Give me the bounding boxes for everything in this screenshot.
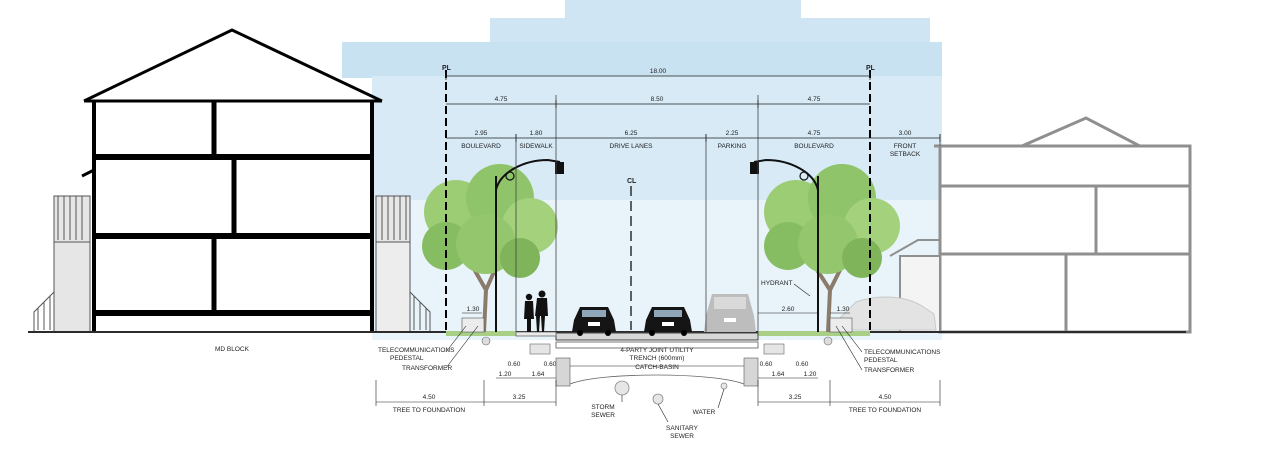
dim-130-left: 1.30: [467, 306, 480, 313]
neighbour-building: [889, 116, 1192, 334]
md-block-building: [81, 28, 383, 332]
right-tree: [764, 164, 900, 333]
right-manhole-cover: [823, 336, 833, 346]
sanitary-sewer-label-1: SANITARY: [666, 425, 699, 432]
roadway-surface: [555, 332, 759, 341]
seg-boulevard-left-dim: 2.95: [475, 130, 488, 137]
utility-label-2: TRENCH (600mm): [630, 355, 685, 362]
catch-basin-label: CATCH-BASIN: [635, 364, 679, 371]
seg-parking-dim: 2.25: [726, 130, 739, 137]
seg-sidewalk-dim: 1.80: [530, 130, 543, 137]
parked-car: [704, 294, 756, 332]
left-boulevard-grass: [446, 331, 516, 336]
boulevard-right-total-dim: 4.75: [808, 96, 821, 103]
hydrant-label: HYDRANT: [761, 280, 792, 287]
total-width-dim: 18.00: [650, 68, 667, 75]
boulevard-left-total-dim: 4.75: [495, 96, 508, 103]
seg-drive-dim: 6.25: [625, 130, 638, 137]
md-block-label: MD BLOCK: [215, 346, 250, 353]
dim-325-left: 3.25: [513, 394, 526, 401]
property-lines: [445, 70, 871, 332]
car-drive-lane-right: [644, 307, 692, 336]
sky-band-2: [490, 18, 930, 44]
labels: PL PL CL 18.00 4.75 8.50 4.75 2.95 1.80 …: [215, 65, 941, 440]
dim-060-c: 0.60: [760, 361, 773, 368]
cl-label: CL: [627, 178, 637, 185]
top-dimensions: [445, 72, 941, 142]
boulevard-right-label: BOULEVARD: [794, 143, 834, 150]
storm-pipe-arc: [569, 374, 745, 385]
right-boulevard-grass: [758, 331, 870, 336]
sanitary-sewer-label-2: SEWER: [670, 433, 694, 440]
dim-260: 2.60: [782, 306, 795, 313]
car-drive-lane-left: [572, 307, 616, 336]
pedestrians: [524, 290, 548, 332]
dim-120-right: 1.20: [804, 371, 817, 378]
tree-foundation-right-label: TREE TO FOUNDATION: [849, 407, 922, 414]
storm-sewer-pipe: [614, 380, 630, 396]
storm-sewer-label-2: SEWER: [591, 412, 615, 419]
pl-right-label: PL: [866, 65, 876, 72]
left-utility-pit: [529, 343, 551, 355]
parking-label: PARKING: [718, 143, 747, 150]
seg-boulevard-right-dim: 4.75: [808, 130, 821, 137]
right-catch-basin: [743, 357, 759, 387]
sky-band-3: [342, 42, 942, 78]
md-block-roof: [83, 28, 383, 103]
right-utility-boxes: [829, 317, 853, 333]
hydrant-leader: [793, 283, 811, 297]
sidewalk-label: SIDEWALK: [519, 143, 553, 150]
segment-boundaries: [515, 95, 941, 332]
telecom-right-label-1: TELECOMMUNICATIONS: [864, 349, 941, 356]
telecom-left-label-2: PEDESTAL: [390, 355, 424, 362]
transformer-left-label: TRANSFORMER: [402, 365, 453, 372]
utility-trench: [555, 341, 759, 349]
front-setback-label-2: SETBACK: [890, 151, 921, 158]
left-tree: [422, 164, 558, 333]
right-utility-pit: [763, 343, 785, 355]
transformer-right-label: TRANSFORMER: [864, 367, 915, 374]
boulevard-left-label: BOULEVARD: [461, 143, 501, 150]
dim-325-right: 3.25: [789, 394, 802, 401]
dim-060-a: 0.60: [508, 361, 521, 368]
dim-450-right: 4.50: [879, 394, 892, 401]
drive-lanes-label: DRIVE LANES: [610, 143, 654, 150]
water-label: WATER: [693, 409, 716, 416]
pl-left-label: PL: [442, 65, 452, 72]
left-manhole-cover: [481, 336, 491, 346]
sidewalk-surface: [515, 331, 557, 337]
water-pipe: [720, 382, 728, 390]
left-street-light: [495, 158, 564, 332]
dim-164-left: 1.64: [532, 371, 545, 378]
telecom-right-label-2: PEDESTAL: [864, 357, 898, 364]
dim-164-right: 1.64: [772, 371, 785, 378]
setback-car: [839, 296, 937, 331]
md-block-left-balcony: [33, 195, 91, 333]
md-block-right-balcony: [375, 195, 431, 333]
dim-450-left: 4.50: [423, 394, 436, 401]
right-street-light: [750, 158, 819, 332]
tree-foundation-left-label: TREE TO FOUNDATION: [393, 407, 466, 414]
sanitary-sewer-pipe: [652, 393, 664, 405]
dim-060-d: 0.60: [796, 361, 809, 368]
dim-060-b: 0.60: [544, 361, 557, 368]
dim-130-right: 1.30: [837, 306, 850, 313]
sky-band-top: [565, 0, 801, 20]
roadway-dim: 8.50: [651, 96, 664, 103]
storm-sewer-label-1: STORM: [591, 404, 614, 411]
telecom-left-label-1: TELECOMMUNICATIONS: [378, 347, 455, 354]
front-setback-label-1: FRONT: [894, 143, 916, 150]
seg-setback-dim: 3.00: [899, 130, 912, 137]
left-utility-boxes: [461, 317, 485, 333]
utility-label-1: 4-PARTY JOINT UTILITY: [620, 347, 694, 354]
left-catch-basin: [555, 357, 571, 387]
dim-120-left: 1.20: [499, 371, 512, 378]
